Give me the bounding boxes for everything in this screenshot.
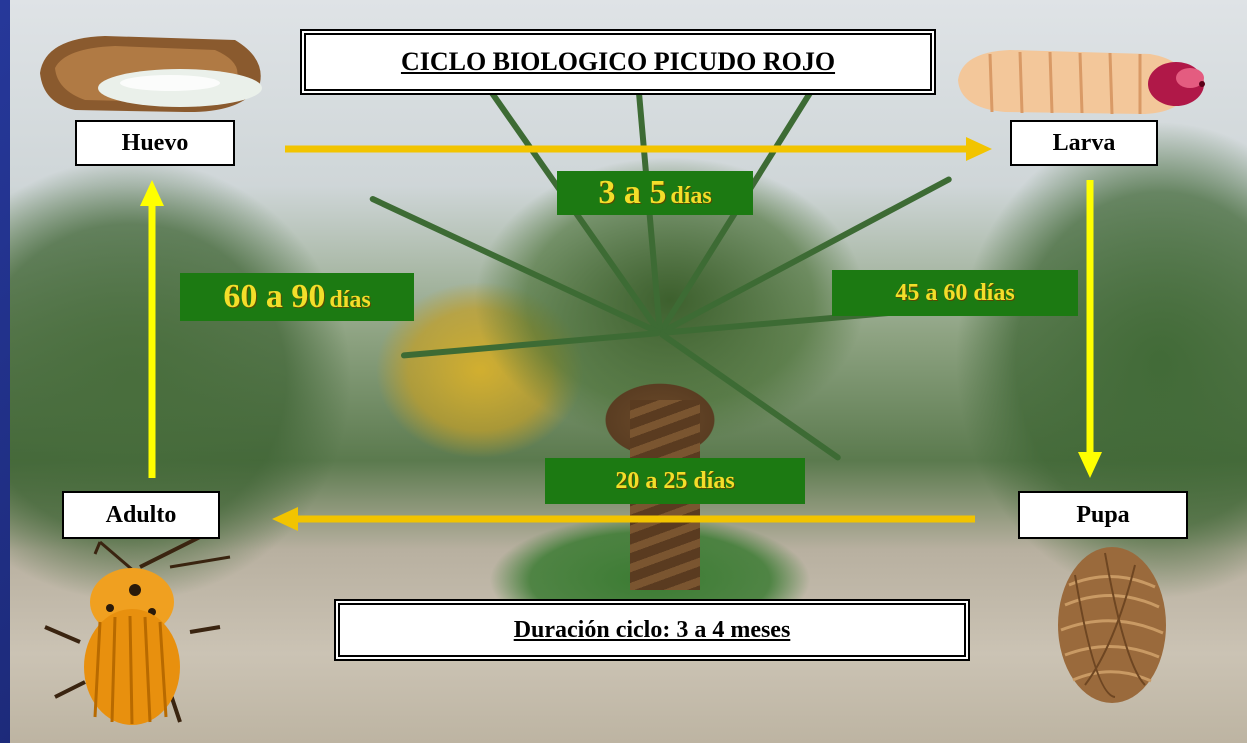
cycle-duration-summary-text: Duración ciclo: 3 a 4 meses: [513, 617, 791, 643]
duration-huevo-larva: 3 a 5 días: [557, 171, 753, 215]
duration-adulto-huevo: 60 a 90 días: [180, 273, 414, 321]
stage-label-larva: Larva: [1010, 120, 1158, 166]
diagram-title-text: CICLO BIOLOGICO PICUDO ROJO: [400, 47, 836, 76]
arrow-head-larva-pupa: [1078, 452, 1102, 478]
arrow-head-huevo-larva: [966, 137, 992, 161]
stage-label-pupa-text: Pupa: [1076, 502, 1130, 528]
stage-label-adulto: Adulto: [62, 491, 220, 539]
cycle-duration-summary: Duración ciclo: 3 a 4 meses: [336, 601, 968, 659]
stage-label-adulto-text: Adulto: [105, 502, 177, 528]
duration-larva-pupa: 45 a 60 días: [832, 270, 1078, 316]
duration-adulto-huevo-unit: días: [329, 287, 371, 313]
duration-huevo-larva-number: 3 a 5: [598, 174, 667, 211]
diagram-title: CICLO BIOLOGICO PICUDO ROJO: [302, 31, 934, 93]
adult-weevil-image: [44, 535, 231, 725]
stage-label-larva-text: Larva: [1052, 130, 1116, 156]
arrow-head-pupa-adulto: [272, 507, 298, 531]
stage-label-huevo: Huevo: [75, 120, 235, 166]
duration-pupa-adulto: 20 a 25 días: [545, 458, 805, 504]
stage-label-pupa: Pupa: [1018, 491, 1188, 539]
stage-label-huevo-text: Huevo: [121, 130, 189, 156]
duration-adulto-huevo-number: 60 a 90: [223, 278, 326, 315]
duration-huevo-larva-unit: días: [670, 183, 712, 209]
larva-image: [958, 50, 1205, 115]
arrow-head-adulto-huevo: [140, 180, 164, 206]
duration-larva-pupa-text: 45 a 60 días: [895, 280, 1015, 306]
egg-image: [40, 36, 262, 113]
duration-pupa-adulto-text: 20 a 25 días: [615, 468, 735, 494]
pupa-cocoon-image: [1058, 547, 1166, 703]
